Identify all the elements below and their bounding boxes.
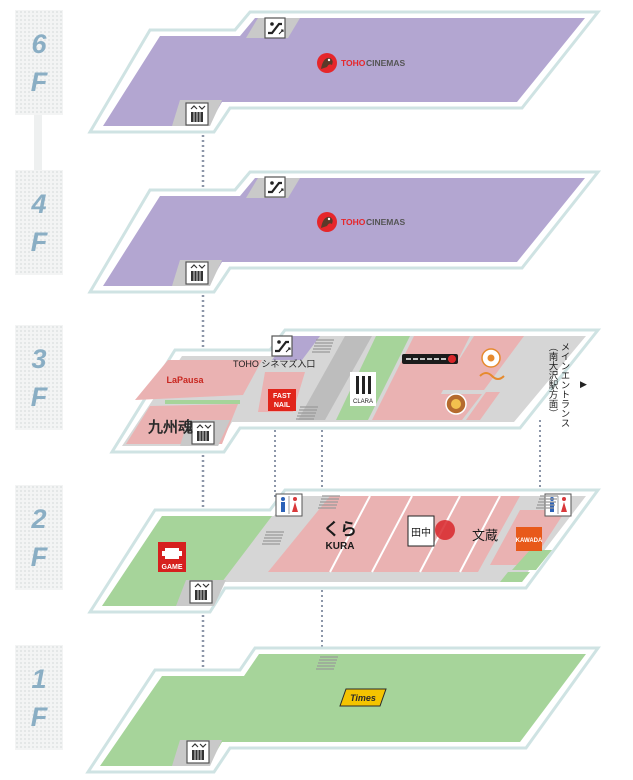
floor-unit: F [30,701,48,732]
store-game-area[interactable] [102,516,272,606]
floor-number: 2 [31,503,47,534]
kura-logo: KURA [326,541,355,552]
elevator-icon[interactable] [189,580,213,604]
escalator-icon[interactable] [270,334,294,358]
fastnail-line2: NAIL [274,402,291,409]
floor-label-6f: 6 F [15,10,63,115]
bunzo-logo: 文蔵 [472,528,498,543]
toho-suffix: CINEMAS [366,58,406,68]
toho-logo-icon [317,212,337,232]
floor-unit: F [30,381,48,412]
store-fast-nail[interactable]: FAST NAIL [268,389,296,411]
floor-label-2f: 2 F [15,485,63,590]
floor-unit: F [30,541,48,572]
store-kawada[interactable]: KAWADA [516,527,543,551]
store-game[interactable]: GAME [158,542,186,572]
tanaka-logo: 田中 [411,526,431,539]
clara-logo: CLARA [353,399,373,405]
floor-label-4f: 4 F [15,170,63,275]
elevator-icon[interactable] [185,102,209,126]
main-entrance-line2: （南大沢駅方面） [547,342,559,418]
store-lapausa-area[interactable] [135,360,262,400]
escalator-icon[interactable] [263,175,287,199]
floor-2f: GAME くら KURA 田中 文蔵 KAWADA [87,488,601,614]
store-tanaka[interactable]: 田中 [407,515,455,547]
fastnail-line1: FAST [273,393,292,400]
restaurant-zone-2f[interactable] [268,496,520,572]
floor-label-3f: 3 F [15,325,63,430]
main-entrance-label: メインエントランス （南大沢駅方面） ▶ [547,342,588,428]
lapausa-logo: LaPausa [166,375,204,385]
toho-brand: TOHO [341,217,366,227]
store-times[interactable]: Times [339,688,387,707]
escalator-icon[interactable] [263,16,287,40]
game-logo: GAME [162,564,183,571]
escalator-link-lines [274,420,541,655]
kyushu-logo: 九州魂 [147,418,193,436]
store-kyushu-tamashii[interactable]: 九州魂 [147,418,193,436]
elevator-icon[interactable] [186,740,210,764]
floor-label-connector [34,115,42,170]
floor-unit: F [30,226,48,257]
elevator-icon[interactable] [191,421,215,445]
floor-3f: LaPausa 九州魂 FAST NAIL CLARA [109,328,602,454]
elevator-icon[interactable] [185,261,209,285]
toho-suffix: CINEMAS [366,217,406,227]
store-hatoya-logo[interactable] [479,348,505,380]
toho-brand: TOHO [341,58,366,68]
main-entrance-line1: メインエントランス [559,342,571,428]
floor-label-1f: 1 F [15,645,63,750]
store-kura[interactable]: くら KURA [323,520,357,552]
kura-kana: くら [323,520,357,539]
store-hatoya-area[interactable] [440,336,524,390]
floor-1f: Times [85,646,601,774]
floor-number: 6 [31,28,47,59]
floor-number: 4 [31,188,47,219]
kawada-logo: KAWADA [516,538,543,544]
store-lapausa[interactable]: LaPausa [163,373,207,387]
store-toho-cinemas-4f[interactable]: TOHO CINEMAS [317,212,406,232]
store-toho-cinemas-6f[interactable]: TOHO CINEMAS [317,53,406,73]
store-bunzo[interactable]: 文蔵 [472,528,498,543]
store-coffee-logo[interactable] [445,393,467,415]
restroom-icon[interactable] [275,493,303,517]
parking-area-1f[interactable] [100,654,586,766]
cinema-area-6f[interactable] [103,18,585,126]
toho-entrance-label: TOHO シネマズ入口 [233,358,315,369]
floor-4f: TOHO CINEMAS [87,170,602,294]
store-clara[interactable]: CLARA [350,372,376,406]
entrance-arrow-icon: ▶ [580,379,587,389]
times-logo: Times [350,693,376,703]
cinema-area-4f[interactable] [103,178,585,286]
floor-6f: TOHO CINEMAS [87,10,602,134]
toho-logo-icon [317,53,337,73]
store-yakiniku-logo[interactable] [402,354,458,364]
floor-unit: F [30,66,48,97]
floor-number: 1 [31,663,47,694]
floor-number: 3 [31,343,47,374]
